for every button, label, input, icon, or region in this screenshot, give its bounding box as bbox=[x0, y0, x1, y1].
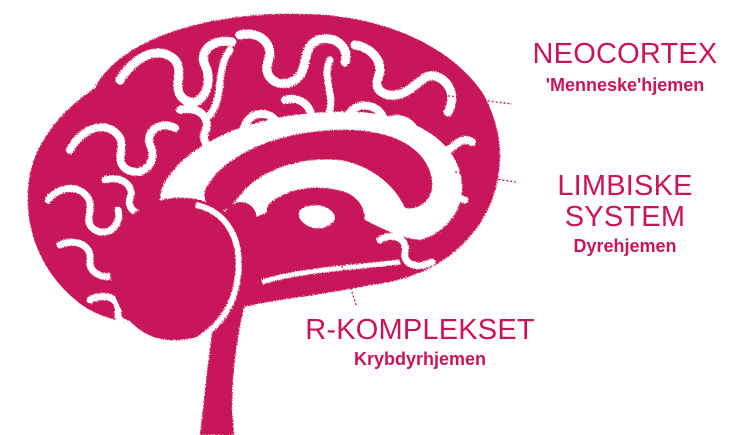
neocortex-label: NEOCORTEX 'Menneske'hjemen bbox=[495, 40, 755, 94]
limbic-label: LIMBISKE SYSTEM Dyrehjemen bbox=[520, 172, 730, 255]
limbic-title-line1: LIMBISKE bbox=[520, 172, 730, 201]
reptilian-subtitle: Krybdyrhjemen bbox=[295, 350, 545, 368]
brain-shape bbox=[28, 14, 500, 435]
reptilian-title: R-KOMPLEKSET bbox=[295, 316, 545, 345]
reptilian-label: R-KOMPLEKSET Krybdyrhjemen bbox=[295, 316, 545, 368]
neocortex-title: NEOCORTEX bbox=[495, 40, 755, 69]
limbic-title-line2: SYSTEM bbox=[520, 203, 730, 232]
neocortex-subtitle: 'Menneske'hjemen bbox=[495, 76, 755, 94]
limbic-subtitle: Dyrehjemen bbox=[520, 237, 730, 255]
